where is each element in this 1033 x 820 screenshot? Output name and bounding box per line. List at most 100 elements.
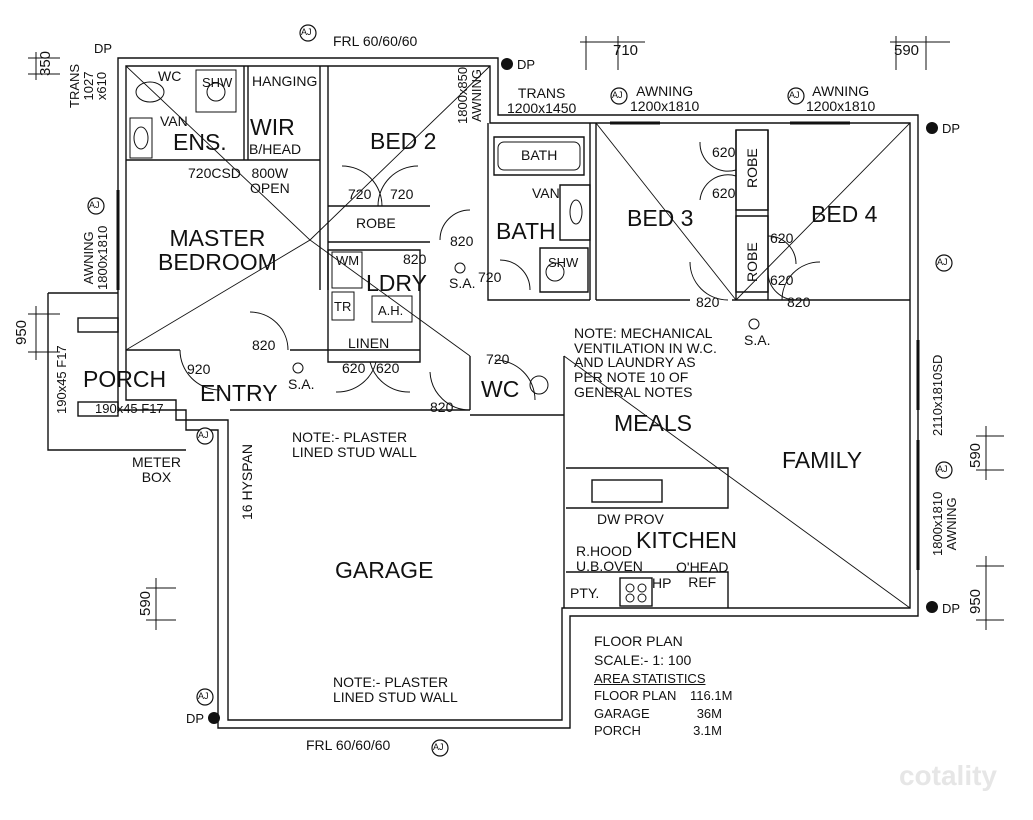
window-awning-right: 1800x1810 AWNING (930, 491, 959, 556)
dp-label-1: DP (94, 41, 113, 56)
fixture-robe-bed3: ROBE (744, 148, 760, 188)
dim-linen-a: 620 (342, 360, 366, 376)
fixture-bhead: B/HEAD (249, 141, 302, 157)
window-awning-bed2: 1800x850 AWNING (455, 66, 484, 124)
room-label-bath: BATH (496, 218, 556, 244)
dim-590-top: 590 (894, 42, 920, 59)
dim-720csd: 720CSD (188, 165, 241, 181)
room-label-porch: PORCH (83, 366, 167, 392)
aj-marker-garage (196, 688, 214, 706)
plan-legend: FLOOR PLAN SCALE:- 1: 100 AREA STATISTIC… (594, 632, 733, 740)
fixture-wm: WM (336, 253, 360, 268)
dim-door-wc: 720 (486, 351, 510, 367)
dim-robe3-b: 620 (712, 185, 736, 201)
dim-door-ldry: 820 (403, 251, 427, 267)
aj-label-right2: AJ (937, 464, 948, 474)
aj-marker-bath (610, 87, 628, 105)
fixture-van-bath: VAN (532, 185, 560, 201)
aj-label-top: AJ (301, 27, 312, 37)
window-awning-bed4: AWNING 1200x1810 (806, 83, 876, 114)
aj-label-meter: AJ (198, 430, 209, 440)
room-label-ens: ENS. (173, 129, 227, 155)
dim-door-entry-820: 820 (430, 399, 454, 415)
room-label-bed4: BED 4 (811, 201, 878, 227)
room-label-entry: ENTRY (200, 380, 278, 406)
window-trans-top: TRANS 1200x1450 (507, 85, 577, 116)
room-label-family: FAMILY (782, 447, 863, 473)
dp-label-4: DP (942, 601, 961, 616)
fixtures (129, 69, 760, 603)
window-trans-left: TRANS 1027 x610 (67, 63, 110, 108)
aj-marker-bed4 (787, 87, 805, 105)
dp-label-5: DP (186, 711, 205, 726)
post-porch-2: 190x45 F17 (95, 401, 164, 416)
dp-label-3: DP (942, 121, 961, 136)
dim-350: 350 (37, 50, 54, 76)
dim-door-bed3: 820 (696, 294, 720, 310)
watermark-logo: cotality (898, 760, 997, 791)
legend-area-title: AREA STATISTICS (594, 670, 706, 686)
aj-label-bath: AJ (612, 90, 623, 100)
dim-robe4-a: 620 (770, 230, 794, 246)
fixture-ah: A.H. (378, 303, 404, 318)
room-label-master-bedroom: MASTER BEDROOM (158, 225, 277, 276)
roof-diagonals (125, 65, 911, 609)
dim-door-bath-720: 720 (478, 269, 502, 285)
dim-door-bed4: 820 (787, 294, 811, 310)
dim-door-master: 820 (252, 337, 276, 353)
dim-950-left: 950 (13, 319, 30, 345)
dim-950-right: 950 (967, 588, 984, 614)
dim-door-bed2-a: 720 (348, 186, 372, 202)
fixture-hanging: HANGING (252, 73, 318, 89)
dim-robe3-a: 620 (712, 144, 736, 160)
aj-marker-bottom (431, 739, 449, 757)
room-label-kitchen: KITCHEN (636, 527, 737, 553)
room-label-ldry: LDRY (366, 270, 427, 296)
markers (208, 58, 938, 724)
aj-marker-right1 (935, 254, 953, 272)
dp-label-2: DP (517, 57, 536, 72)
aj-marker-top (299, 24, 317, 42)
outer-walls (117, 57, 919, 729)
fixture-robe-bed4: ROBE (744, 242, 760, 282)
aj-label-bottom: AJ (433, 742, 444, 752)
window-marks (116, 121, 920, 570)
dimension-lines (28, 36, 1004, 630)
aj-label-left: AJ (89, 200, 100, 210)
aj-marker-right2 (935, 461, 953, 479)
fixture-bath-tub: BATH (521, 147, 558, 163)
fixture-linen: LINEN (348, 335, 390, 351)
post-porch-1: 190x45 F17 (54, 345, 69, 414)
window-awning-left: AWNING 1800x1810 (81, 225, 110, 290)
fixture-rhood-oven: R.HOOD U.B.OVEN (576, 543, 643, 574)
porch-outline (47, 292, 186, 451)
dim-linen-b: 620 (376, 360, 400, 376)
fixture-van-ens: VAN (160, 113, 188, 129)
room-label-meals: MEALS (614, 410, 692, 436)
dim-door-bath: 820 (450, 233, 474, 249)
garage-hyspan: 16 HYSPAN (239, 444, 255, 520)
dim-710: 710 (613, 42, 639, 59)
aj-marker-meter (196, 427, 214, 445)
fixture-pantry: PTY. (570, 585, 600, 601)
fixture-shw-bath: SHW (548, 255, 579, 270)
sa-label-bed: S.A. (744, 332, 771, 348)
room-label-wc: WC (481, 376, 520, 402)
aj-label-right1: AJ (937, 257, 948, 267)
aj-label-garage: AJ (198, 691, 209, 701)
sa-label-entry: S.A. (288, 376, 315, 392)
room-label-wir: WIR (250, 114, 295, 140)
fixture-tr: TR (334, 299, 352, 314)
note-plaster-wall-2: NOTE:- PLASTER LINED STUD WALL (333, 674, 458, 705)
legend-scale: SCALE:- 1: 100 (594, 651, 692, 668)
window-awning-bath: AWNING 1200x1810 (630, 83, 700, 114)
aj-label-bed4: AJ (789, 90, 800, 100)
dim-door-bed2-b: 720 (390, 186, 414, 202)
dim-590-left: 590 (137, 590, 154, 616)
note-mechanical-ventilation: NOTE: MECHANICAL VENTILATION IN W.C. AND… (574, 325, 717, 400)
sa-label-hall: S.A. (449, 275, 476, 291)
